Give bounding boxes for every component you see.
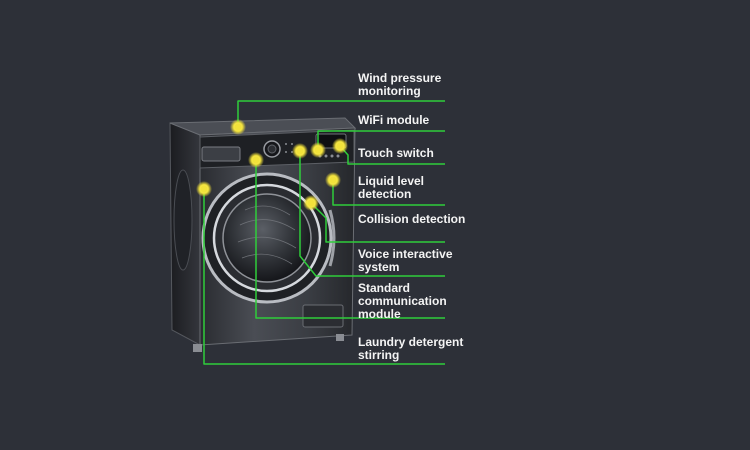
label-laundry-detergent-stirring: Laundry detergent stirring — [358, 336, 463, 362]
label-line: system — [358, 260, 400, 274]
label-wifi-module: WiFi module — [358, 114, 429, 127]
sensor-dot-wind-pressure — [230, 119, 246, 135]
callout-line-detergent — [203, 189, 445, 365]
detergent-drawer — [201, 146, 241, 162]
callout-line-voice — [299, 151, 445, 277]
drum-pattern — [237, 205, 297, 265]
label-liquid-level-detection: Liquid level detection — [358, 175, 424, 201]
machine-foot-right — [336, 334, 344, 341]
label-line: Liquid level — [358, 174, 425, 188]
label-line: stirring — [358, 348, 400, 362]
sensor-dot-communication — [248, 152, 264, 168]
label-line: detection — [358, 187, 412, 201]
sensor-dot-touch-switch — [332, 138, 348, 154]
machine-foot-left — [193, 344, 202, 352]
callout-line-communication — [255, 160, 445, 319]
door-handle — [328, 209, 336, 267]
sensor-dot-wifi — [310, 142, 326, 158]
sensor-dot-detergent — [196, 181, 212, 197]
callout-line-liquid-level — [332, 180, 445, 206]
label-line: Laundry detergent — [358, 335, 464, 349]
side-porthole-shadow — [173, 169, 193, 271]
label-line: WiFi module — [358, 113, 430, 127]
callout-lines — [203, 100, 445, 365]
service-hatch — [302, 304, 344, 328]
washing-machine-illustration — [169, 117, 357, 352]
label-line: monitoring — [358, 84, 421, 98]
label-standard-communication-module: Standard communication module — [358, 282, 447, 321]
sensor-dot-voice — [292, 143, 308, 159]
callout-line-collision — [310, 202, 445, 243]
label-line: Voice interactive — [358, 247, 453, 261]
label-line: module — [358, 307, 401, 321]
program-knob-center — [267, 144, 277, 154]
label-line: Standard — [358, 281, 411, 295]
callout-line-wind-pressure — [237, 100, 445, 127]
label-line: communication — [358, 294, 447, 308]
sensor-dot-liquid-level — [325, 172, 341, 188]
label-line: Wind pressure — [358, 71, 442, 85]
label-wind-pressure-monitoring: Wind pressure monitoring — [358, 72, 441, 98]
label-line: Collision detection — [358, 212, 466, 226]
label-touch-switch: Touch switch — [358, 147, 434, 160]
sensor-dot-collision — [303, 195, 319, 211]
label-collision-detection: Collision detection — [358, 213, 465, 226]
sensor-dots — [196, 119, 348, 211]
label-voice-interactive-system: Voice interactive system — [358, 248, 453, 274]
door-glass — [222, 193, 312, 283]
label-line: Touch switch — [358, 146, 434, 160]
